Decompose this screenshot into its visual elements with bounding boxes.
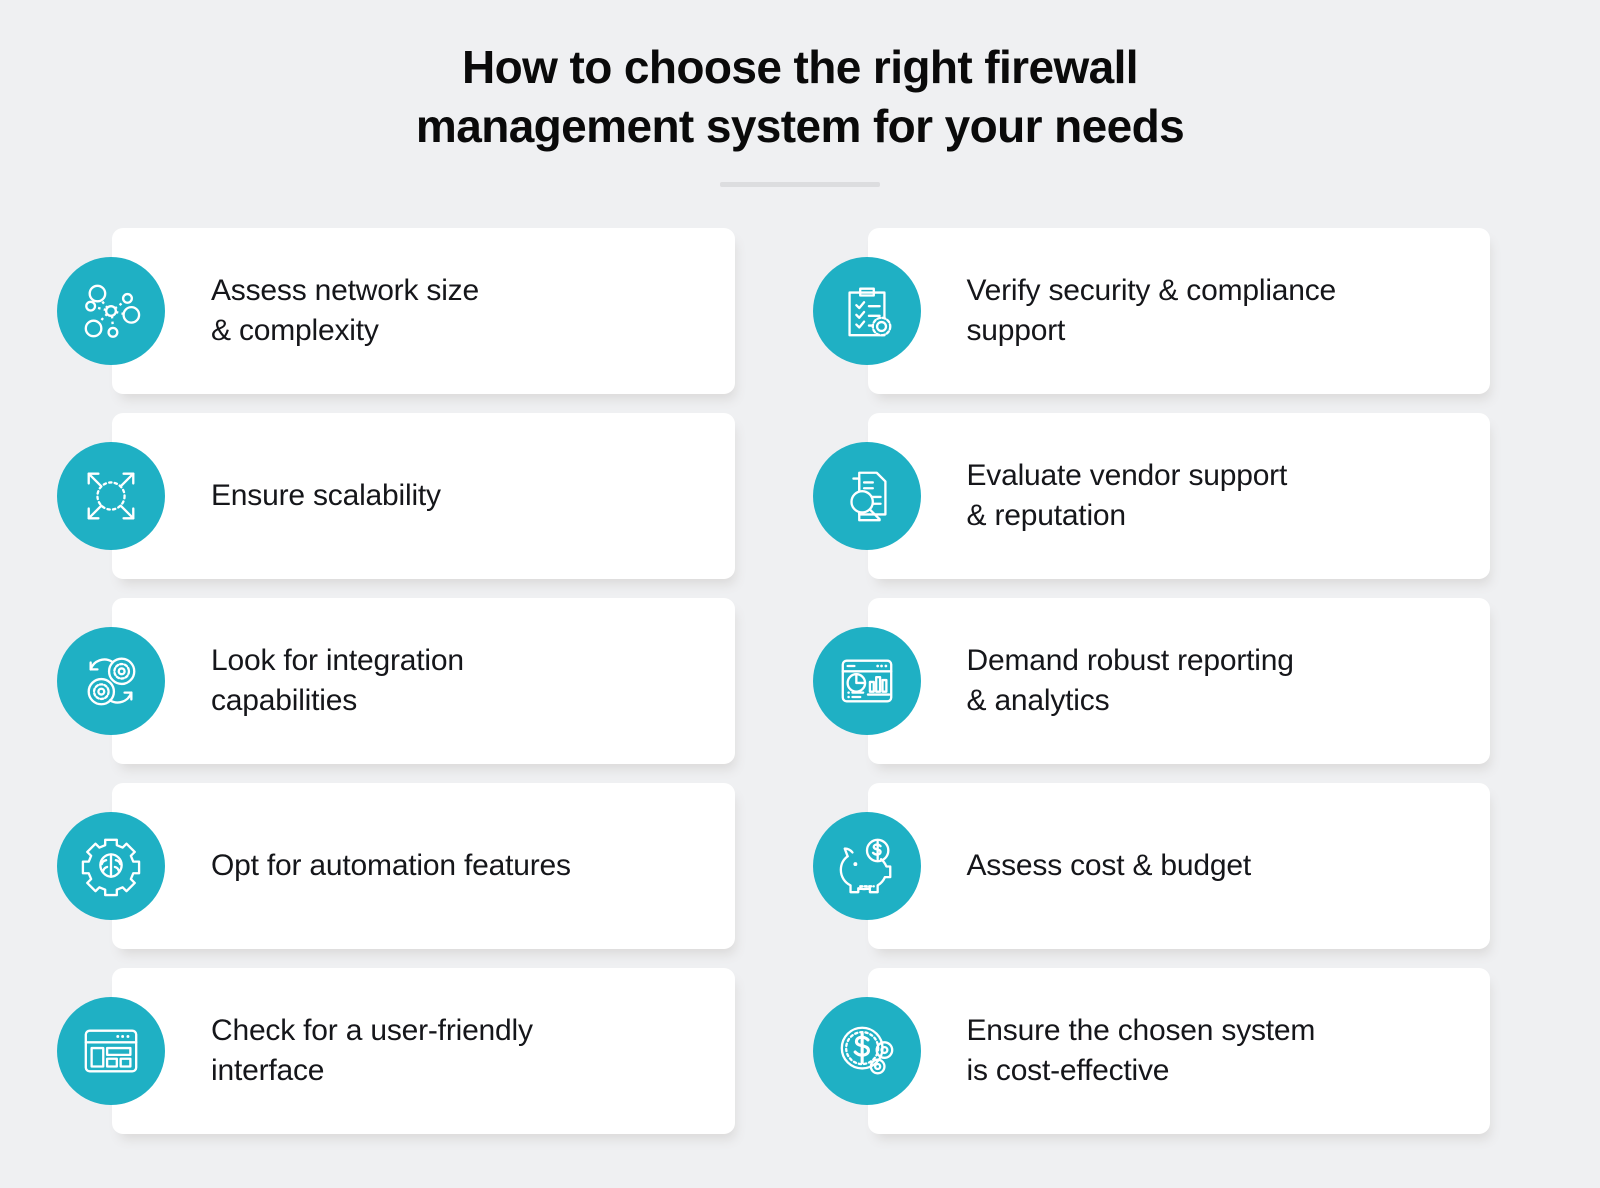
card-ensure-scalability[interactable]: Ensure scalability bbox=[57, 413, 735, 579]
cards-grid: Assess network size & complexity bbox=[0, 228, 1600, 1134]
card-verify-security-compliance[interactable]: Verify security & compliance support bbox=[812, 228, 1490, 394]
card-label: Ensure scalability bbox=[211, 479, 441, 513]
card-label: Evaluate vendor support & reputation bbox=[966, 459, 1288, 532]
page-title: How to choose the right firewall managem… bbox=[415, 41, 1185, 152]
card-assess-network-size[interactable]: Assess network size & complexity bbox=[57, 228, 735, 394]
card-label: Assess cost & budget bbox=[966, 849, 1252, 883]
card-surface bbox=[867, 598, 1490, 764]
card-evaluate-vendor-support[interactable]: Evaluate vendor support & reputation bbox=[812, 413, 1490, 579]
card-surface bbox=[867, 228, 1490, 394]
card-look-for-integration[interactable]: Look for integration capabilities bbox=[57, 598, 735, 764]
card-label: Look for integration capabilities bbox=[211, 644, 464, 717]
card-surface bbox=[867, 783, 1490, 949]
card-surface bbox=[867, 968, 1490, 1134]
card-surface bbox=[112, 968, 735, 1134]
expand-arrows-icon bbox=[57, 442, 165, 550]
card-label: Check for a user-friendly interface bbox=[211, 1014, 533, 1087]
title-divider bbox=[720, 181, 880, 187]
card-assess-cost-budget[interactable]: Assess cost & budget bbox=[812, 783, 1490, 949]
card-surface bbox=[112, 228, 735, 394]
card-check-user-friendly-interface[interactable]: Check for a user-friendly interface bbox=[57, 968, 735, 1134]
document-magnifier-icon bbox=[812, 442, 921, 550]
card-label: Demand robust reporting & analytics bbox=[966, 644, 1294, 717]
card-label: Ensure the chosen system is cost-effecti… bbox=[966, 1014, 1316, 1087]
network-nodes-icon bbox=[57, 257, 165, 365]
card-surface bbox=[112, 598, 735, 764]
card-ensure-cost-effective[interactable]: Ensure the chosen system is cost-effecti… bbox=[812, 968, 1490, 1134]
card-label: Assess network size & complexity bbox=[211, 274, 479, 347]
card-opt-for-automation[interactable]: Opt for automation features bbox=[57, 783, 735, 949]
card-label: Verify security & compliance support bbox=[966, 274, 1337, 347]
card-surface bbox=[112, 783, 735, 949]
linked-gears-icon bbox=[57, 627, 165, 735]
card-demand-robust-reporting[interactable]: Demand robust reporting & analytics bbox=[812, 598, 1490, 764]
card-label: Opt for automation features bbox=[211, 849, 571, 883]
card-surface bbox=[867, 413, 1490, 579]
piggy-bank-icon bbox=[812, 812, 921, 920]
browser-layout-icon bbox=[57, 997, 165, 1105]
dollar-gears-icon bbox=[812, 997, 921, 1105]
analytics-dashboard-icon bbox=[812, 627, 921, 735]
gear-brain-icon bbox=[57, 812, 165, 920]
card-surface bbox=[112, 413, 735, 579]
header: How to choose the right firewall managem… bbox=[0, 0, 1600, 187]
clipboard-checklist-badge-icon bbox=[812, 257, 921, 365]
